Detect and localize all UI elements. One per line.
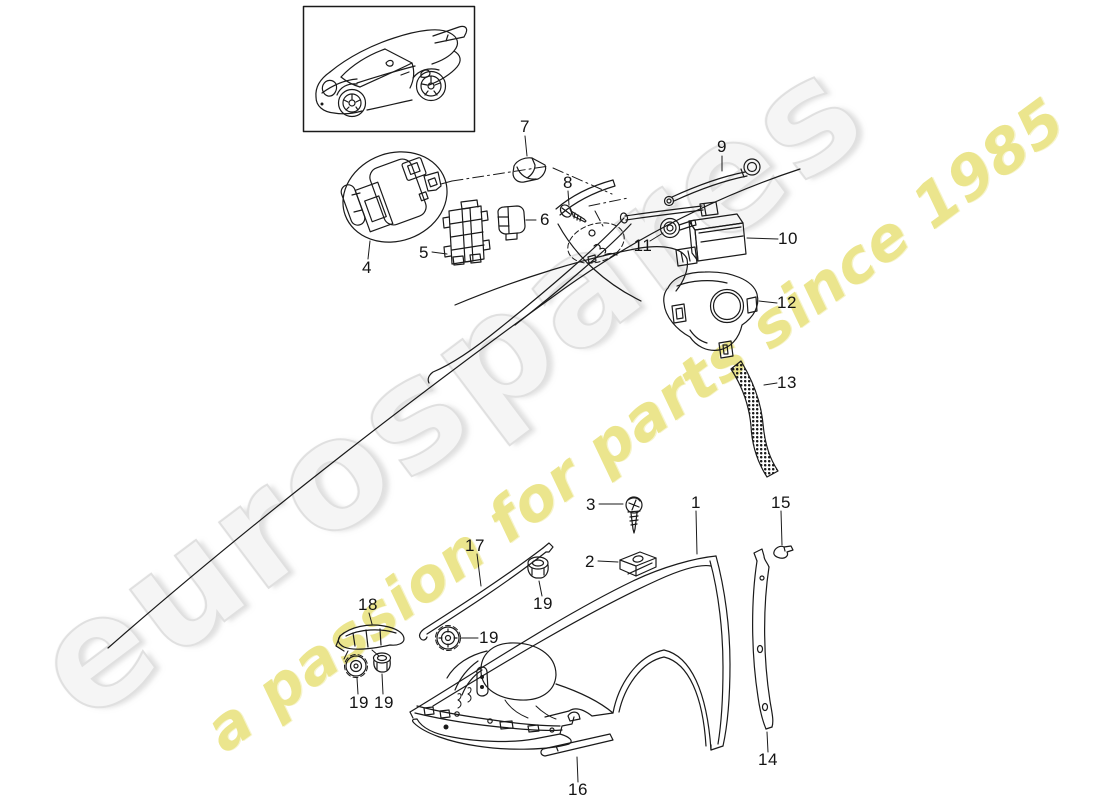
part-label-18: 18 bbox=[358, 595, 378, 614]
part-6-clip bbox=[497, 205, 537, 241]
part-label-11: 11 bbox=[633, 236, 653, 255]
part-5-bracket bbox=[431, 199, 491, 266]
part-14-trim-strip bbox=[752, 548, 774, 753]
part-label-7: 7 bbox=[520, 117, 530, 136]
part-1-fender bbox=[409, 510, 731, 751]
part-12-filler-pocket bbox=[663, 271, 778, 359]
part-label-19b: 19 bbox=[479, 628, 499, 647]
part-11-grommet bbox=[649, 217, 697, 242]
part-label-4: 4 bbox=[362, 258, 372, 277]
part-10-actuator bbox=[619, 201, 779, 267]
part-label-15: 15 bbox=[771, 493, 791, 512]
part-label-8: 8 bbox=[563, 173, 573, 192]
vehicle-thumbnail-box bbox=[302, 5, 476, 133]
part-label-17: 17 bbox=[465, 536, 485, 555]
part-label-19a: 19 bbox=[533, 594, 553, 613]
part-label-10: 10 bbox=[778, 229, 798, 248]
part-7-cap bbox=[512, 135, 547, 183]
part-3-screw bbox=[598, 496, 643, 534]
part-label-6: 6 bbox=[540, 210, 550, 229]
part-label-1: 1 bbox=[691, 493, 701, 512]
part-15-clip bbox=[773, 510, 794, 559]
part-8-screw bbox=[559, 190, 587, 223]
part-label-19c: 19 bbox=[349, 693, 369, 712]
part-label-12: 12 bbox=[777, 293, 797, 312]
part-19-grommets bbox=[344, 556, 549, 695]
car-icon bbox=[315, 25, 468, 118]
part-2-clip-nut bbox=[597, 551, 657, 577]
part-4-filler-flap bbox=[340, 151, 453, 260]
part-label-3: 3 bbox=[586, 495, 596, 514]
part-9-release-cable bbox=[663, 155, 761, 207]
part-label-13: 13 bbox=[777, 373, 797, 392]
part-label-9: 9 bbox=[717, 137, 727, 156]
part-label-19d: 19 bbox=[374, 693, 394, 712]
part-label-2: 2 bbox=[585, 552, 595, 571]
part-18-bracket bbox=[335, 612, 405, 660]
part-label-14: 14 bbox=[758, 750, 778, 769]
part-label-16: 16 bbox=[568, 780, 588, 799]
part-16-strip bbox=[540, 733, 614, 783]
part-label-5: 5 bbox=[419, 243, 429, 262]
part-13-foam-strip bbox=[730, 360, 779, 478]
